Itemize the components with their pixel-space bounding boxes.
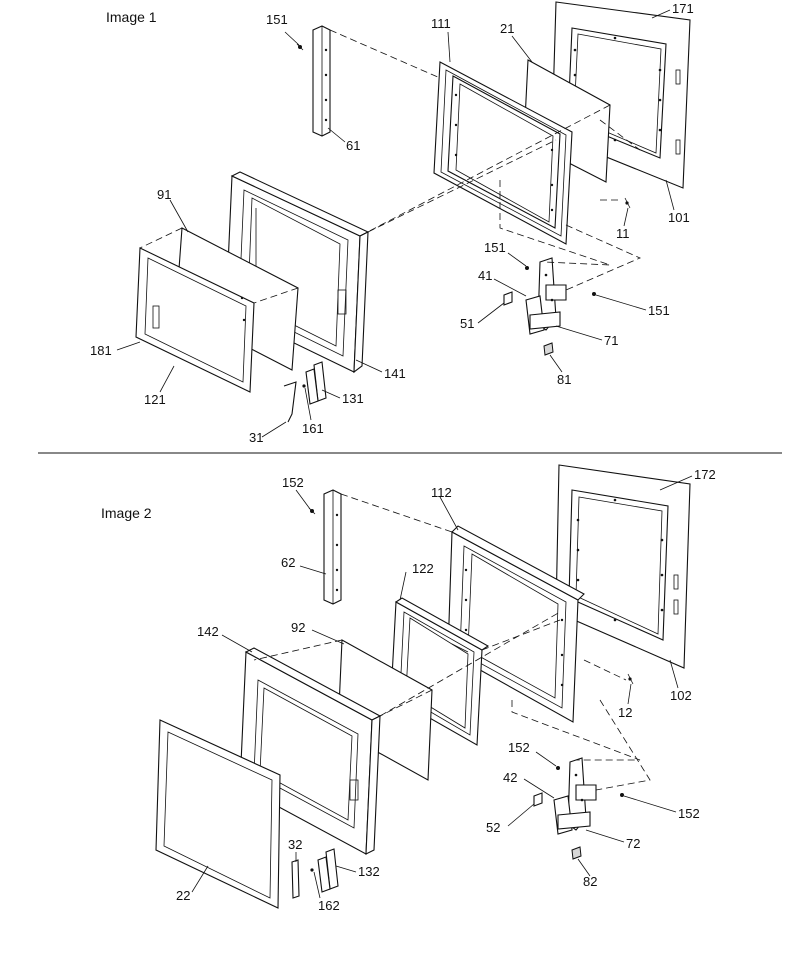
label-81: 81 (557, 372, 571, 387)
part-151-screw-hinge (525, 266, 529, 270)
part-82-stop (571, 846, 582, 860)
label-92: 92 (291, 620, 305, 635)
part-172-outer-panel (555, 464, 691, 669)
image-2-title: Image 2 (101, 505, 152, 521)
label-131: 131 (342, 391, 364, 406)
label-141: 141 (384, 366, 406, 381)
label-72: 72 (626, 836, 640, 851)
label-32: 32 (288, 837, 302, 852)
part-151-screw-right (592, 292, 596, 296)
label-22: 22 (176, 888, 190, 903)
part-161-screw (302, 384, 306, 388)
part-112-inner-frame (447, 525, 585, 723)
image-2-labels: 152 62 112 122 172 102 12 142 92 22 32 1… (176, 467, 716, 913)
part-51-spring (503, 291, 513, 306)
part-121-front-frame (135, 247, 255, 393)
label-91: 91 (157, 187, 171, 202)
label-161: 161 (302, 421, 324, 436)
label-82: 82 (583, 874, 597, 889)
label-151-top: 151 (266, 12, 288, 27)
part-61-hinge-strip (312, 25, 331, 137)
part-152-screw-right (620, 793, 624, 797)
label-152-hinge: 152 (508, 740, 530, 755)
part-132-handle-bracket (317, 848, 339, 893)
label-21: 21 (500, 21, 514, 36)
label-181: 181 (90, 343, 112, 358)
part-71-hinge-assembly (525, 257, 567, 335)
part-152-screw-hinge (556, 766, 560, 770)
label-101: 101 (668, 210, 690, 225)
part-62-hinge-strip (323, 489, 342, 605)
label-151-right: 151 (648, 303, 670, 318)
label-62: 62 (281, 555, 295, 570)
part-81-stop (543, 342, 554, 356)
part-162-screw (310, 868, 314, 872)
label-152-top: 152 (282, 475, 304, 490)
part-31-clip (283, 381, 297, 423)
image-2-panel: Image 2 (101, 464, 716, 913)
part-131-handle-bracket (305, 361, 327, 405)
part-111-inner-frame (433, 61, 573, 245)
part-12-screw (627, 673, 634, 685)
label-31: 31 (249, 430, 263, 445)
label-172: 172 (694, 467, 716, 482)
label-102: 102 (670, 688, 692, 703)
image-2-leaders (191, 475, 693, 899)
image-1-assembly-lines (139, 29, 641, 304)
image-1-panel: Image 1 (90, 1, 694, 445)
label-12: 12 (618, 705, 632, 720)
label-151-hinge: 151 (484, 240, 506, 255)
label-41: 41 (478, 268, 492, 283)
label-112: 112 (431, 485, 452, 500)
label-42: 42 (503, 770, 517, 785)
label-52: 52 (486, 820, 500, 835)
label-71: 71 (604, 333, 618, 348)
label-162: 162 (318, 898, 340, 913)
label-11: 11 (616, 226, 630, 241)
label-142: 142 (197, 624, 219, 639)
part-122-glass-frame (390, 597, 490, 746)
label-121: 121 (144, 392, 166, 407)
part-72-hinge-assembly (553, 757, 597, 835)
part-32-clip (291, 859, 300, 899)
label-111: 111 (431, 16, 451, 31)
label-61: 61 (346, 138, 360, 153)
label-132: 132 (358, 864, 380, 879)
label-152-right: 152 (678, 806, 700, 821)
image-1-labels: 151 61 111 21 171 101 11 91 181 121 141 … (90, 1, 694, 445)
label-122: 122 (412, 561, 434, 576)
label-171: 171 (672, 1, 694, 16)
image-2-assembly-lines (253, 493, 651, 791)
label-51: 51 (460, 316, 474, 331)
part-22-cover (155, 719, 281, 909)
part-52-spring (533, 792, 543, 807)
image-1-leaders (116, 9, 675, 438)
image-1-title: Image 1 (106, 9, 157, 25)
part-11-screw (624, 197, 631, 209)
part-151-screw-top (296, 43, 304, 51)
